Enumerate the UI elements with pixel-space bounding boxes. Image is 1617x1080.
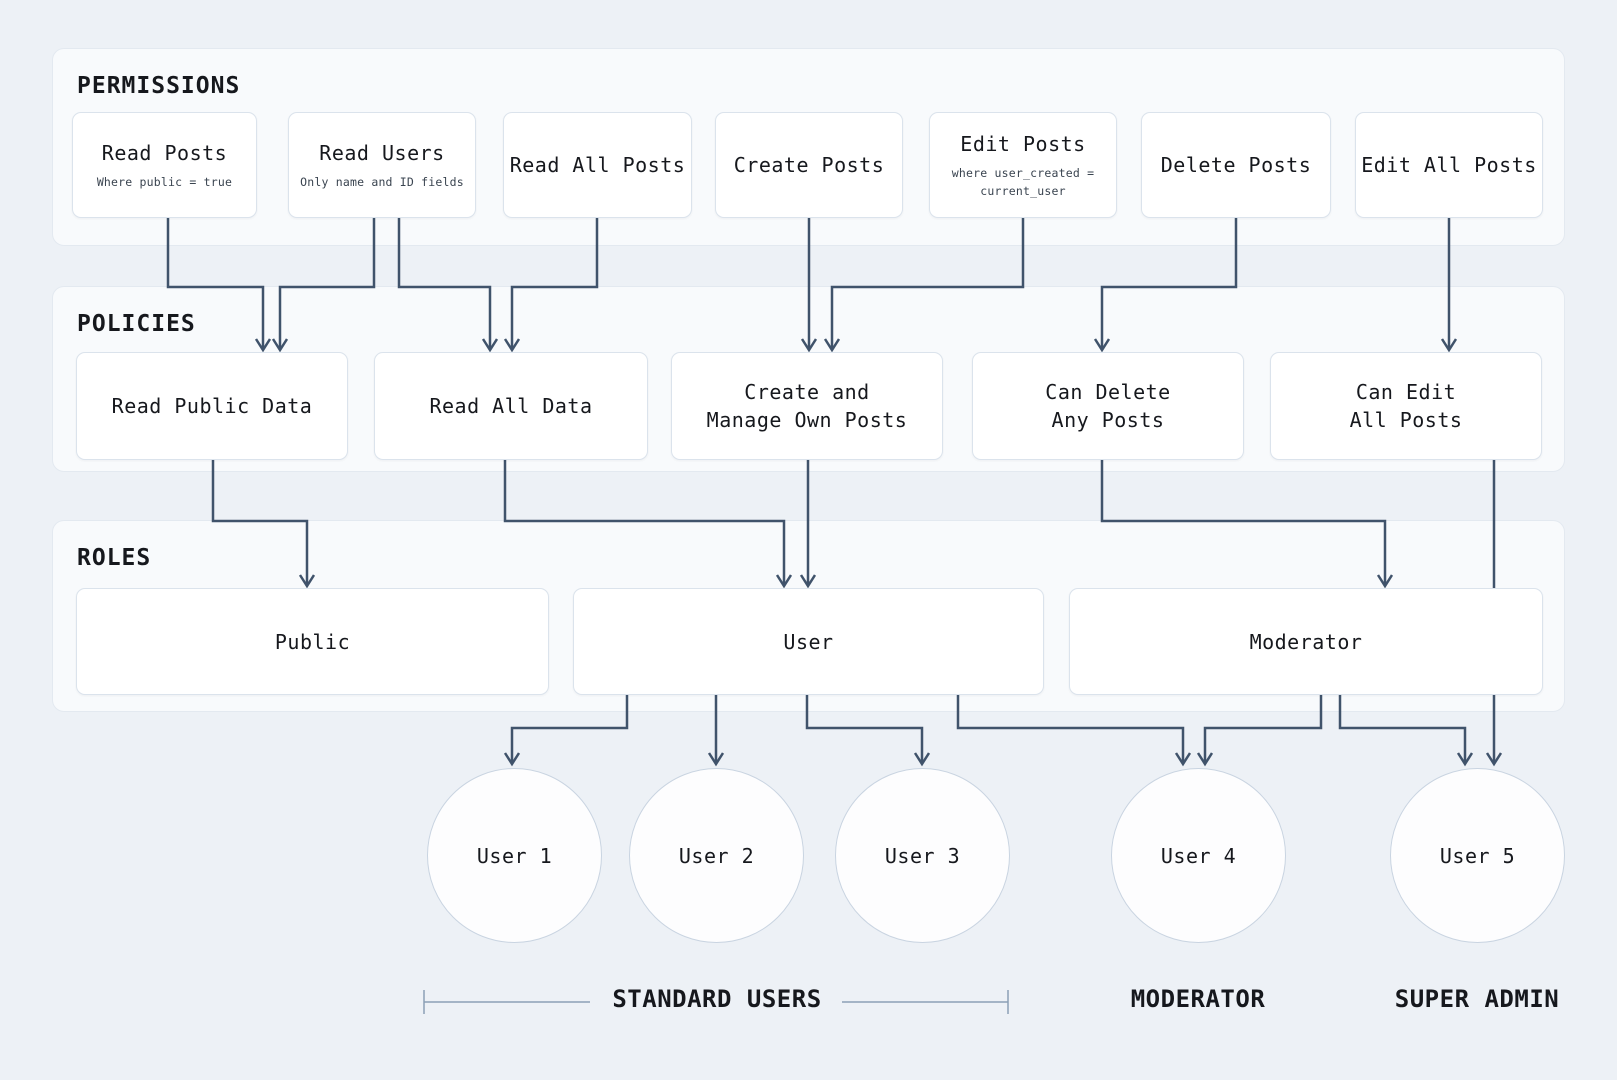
policy-node-read-public-data: Read Public Data: [76, 352, 348, 460]
permission-node-edit-posts: Edit Posts where user_created = current_…: [929, 112, 1117, 218]
node-title: Read All Data: [429, 394, 593, 418]
user-circle-3: User 3: [835, 768, 1010, 943]
node-title: Create and Manage Own Posts: [706, 380, 908, 432]
permission-node-read-users: Read Users Only name and ID fields: [288, 112, 476, 218]
role-node-moderator: Moderator: [1069, 588, 1543, 695]
node-title: Read Users: [319, 140, 445, 165]
policy-node-can-delete-any-posts: Can Delete Any Posts: [972, 352, 1244, 460]
policy-node-can-edit-all-posts: Can Edit All Posts: [1270, 352, 1542, 460]
node-title: Read Public Data: [111, 394, 313, 418]
node-title: Create Posts: [733, 153, 885, 177]
user-label: User 3: [884, 843, 961, 868]
user-circle-2: User 2: [629, 768, 804, 943]
policy-node-read-all-data: Read All Data: [374, 352, 648, 460]
user-circle-5: User 5: [1390, 768, 1565, 943]
label-moderator: MODERATOR: [1130, 985, 1266, 1013]
node-title: Delete Posts: [1160, 153, 1312, 177]
node-title: Read All Posts: [509, 153, 686, 177]
label-super-admin: SUPER ADMIN: [1394, 985, 1560, 1013]
role-node-public: Public: [76, 588, 549, 695]
node-title: User: [783, 629, 834, 654]
node-subtitle: Where public = true: [96, 174, 233, 189]
node-title: Read Posts: [101, 140, 228, 165]
node-title: Can Edit All Posts: [1349, 380, 1463, 432]
node-title: Edit All Posts: [1361, 153, 1537, 177]
roles-heading: ROLES: [77, 545, 152, 571]
permission-node-read-posts: Read Posts Where public = true: [72, 112, 257, 218]
permission-node-edit-all-posts: Edit All Posts: [1355, 112, 1543, 218]
node-title: Can Delete Any Posts: [1045, 380, 1171, 432]
user-label: User 4: [1160, 843, 1237, 868]
node-title: Public: [274, 629, 351, 654]
node-subtitle: where user_created = current_user: [951, 166, 1095, 198]
standard-users-bracket-right: [842, 990, 1009, 1014]
user-label: User 2: [678, 843, 755, 868]
permissions-heading: PERMISSIONS: [77, 73, 241, 99]
label-standard-users: STANDARD USERS: [612, 985, 822, 1013]
node-title: Moderator: [1249, 629, 1363, 654]
user-label: User 5: [1439, 843, 1516, 868]
user-circle-4: User 4: [1111, 768, 1286, 943]
role-node-user: User: [573, 588, 1044, 695]
user-label: User 1: [476, 843, 553, 868]
policies-heading: POLICIES: [77, 311, 196, 337]
policy-node-create-manage-own-posts: Create and Manage Own Posts: [671, 352, 943, 460]
node-title: Edit Posts: [960, 132, 1086, 157]
standard-users-bracket-left: [423, 990, 590, 1014]
permission-node-read-all-posts: Read All Posts: [503, 112, 692, 218]
permission-node-delete-posts: Delete Posts: [1141, 112, 1331, 218]
user-circle-1: User 1: [427, 768, 602, 943]
permission-node-create-posts: Create Posts: [715, 112, 903, 218]
node-subtitle: Only name and ID fields: [300, 174, 464, 189]
